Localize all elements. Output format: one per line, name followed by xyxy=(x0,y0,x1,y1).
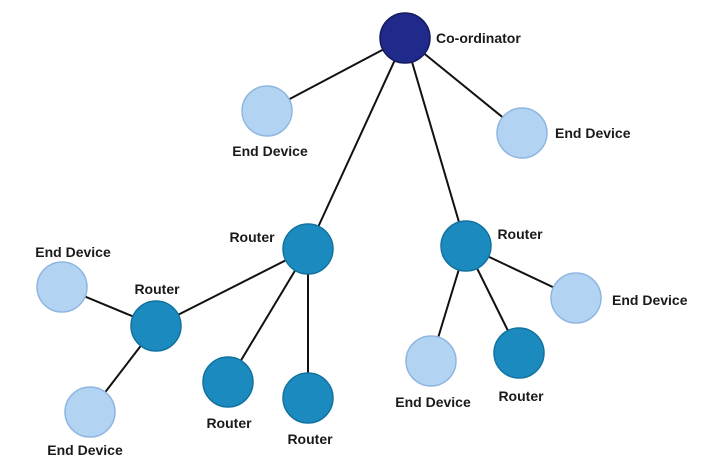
nodes xyxy=(36,12,602,438)
label-end-left-top: End Device xyxy=(35,244,111,260)
edge-router-mid-left-to-router-left xyxy=(155,248,309,327)
label-router-bottom-3: Router xyxy=(498,388,544,404)
label-end-bottom-right: End Device xyxy=(395,394,471,410)
node-router-bottom-2 xyxy=(282,372,334,424)
node-end-left-bottom xyxy=(64,386,116,438)
label-end-top-right: End Device xyxy=(555,125,631,141)
edge-router-mid-left-to-router-bottom-1 xyxy=(227,248,309,383)
edge-coordinator-to-router-mid-right xyxy=(404,37,467,247)
node-router-left xyxy=(130,300,182,352)
node-router-bottom-3 xyxy=(493,327,545,379)
label-router-mid-left: Router xyxy=(229,229,275,245)
edge-coordinator-to-router-mid-left xyxy=(307,37,406,250)
node-router-mid-left xyxy=(282,223,334,275)
node-router-bottom-1 xyxy=(202,356,254,408)
label-coordinator: Co-ordinator xyxy=(436,30,521,46)
label-router-left: Router xyxy=(134,281,180,297)
label-end-top-left: End Device xyxy=(232,143,308,159)
node-end-left-top xyxy=(36,261,88,313)
node-coordinator xyxy=(379,12,431,64)
label-end-right: End Device xyxy=(612,292,688,308)
node-router-mid-right xyxy=(440,220,492,272)
label-router-bottom-1: Router xyxy=(206,415,252,431)
node-end-right xyxy=(550,272,602,324)
node-end-bottom-right xyxy=(405,335,457,387)
edge-coordinator-to-end-top-left xyxy=(266,37,406,112)
node-end-top-left xyxy=(241,85,293,137)
label-end-left-bottom: End Device xyxy=(47,442,123,458)
label-router-bottom-2: Router xyxy=(287,431,333,447)
label-router-mid-right: Router xyxy=(497,226,543,242)
node-end-top-right xyxy=(496,107,548,159)
